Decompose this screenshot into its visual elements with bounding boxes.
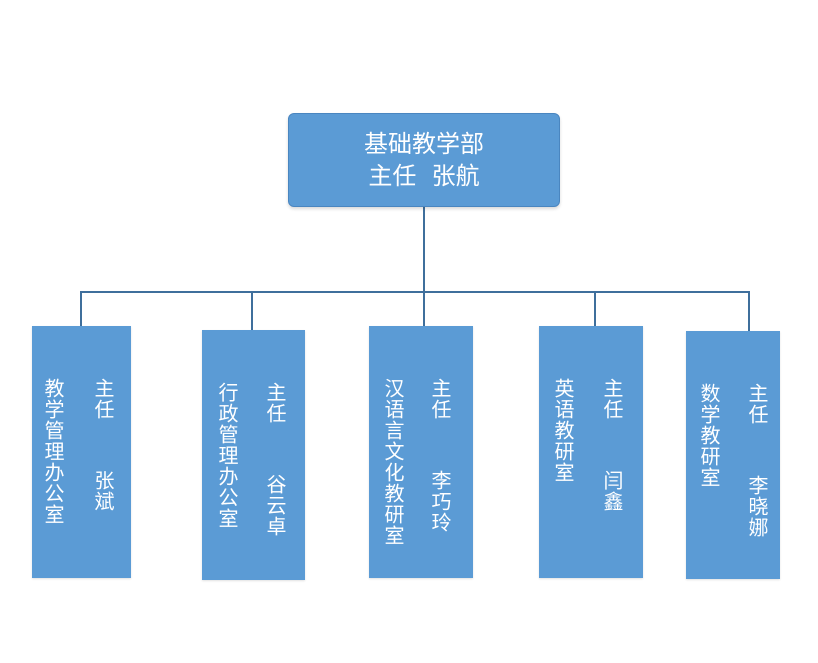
child-leader-1: 主任 张斌 bbox=[91, 378, 115, 512]
child-leader-4: 主任 闫鑫 bbox=[600, 378, 624, 512]
child-node-4: 英语教研室 主任 闫鑫 bbox=[539, 326, 643, 578]
child-unit-5: 数学教研室 bbox=[697, 383, 721, 488]
child-leader-5: 主任 李晓娜 bbox=[745, 383, 769, 538]
child-node-5: 数学教研室 主任 李晓娜 bbox=[686, 331, 780, 579]
child-leader-2: 主任 谷云卓 bbox=[263, 382, 287, 537]
child-node-2: 行政管理办公室 主任 谷云卓 bbox=[202, 330, 305, 580]
child-unit-1: 教学管理办公室 bbox=[41, 378, 65, 525]
root-leader: 主任 张航 bbox=[368, 162, 480, 190]
child-leader-3: 主任 李巧玲 bbox=[428, 378, 452, 533]
root-department: 基础教学部 bbox=[364, 130, 484, 158]
root-node: 基础教学部 主任 张航 bbox=[288, 113, 560, 207]
child-node-3: 汉语言文化教研室 主任 李巧玲 bbox=[369, 326, 473, 578]
child-node-1: 教学管理办公室 主任 张斌 bbox=[32, 326, 131, 578]
child-unit-2: 行政管理办公室 bbox=[215, 382, 239, 529]
child-unit-3: 汉语言文化教研室 bbox=[381, 378, 405, 546]
child-unit-4: 英语教研室 bbox=[551, 378, 575, 483]
